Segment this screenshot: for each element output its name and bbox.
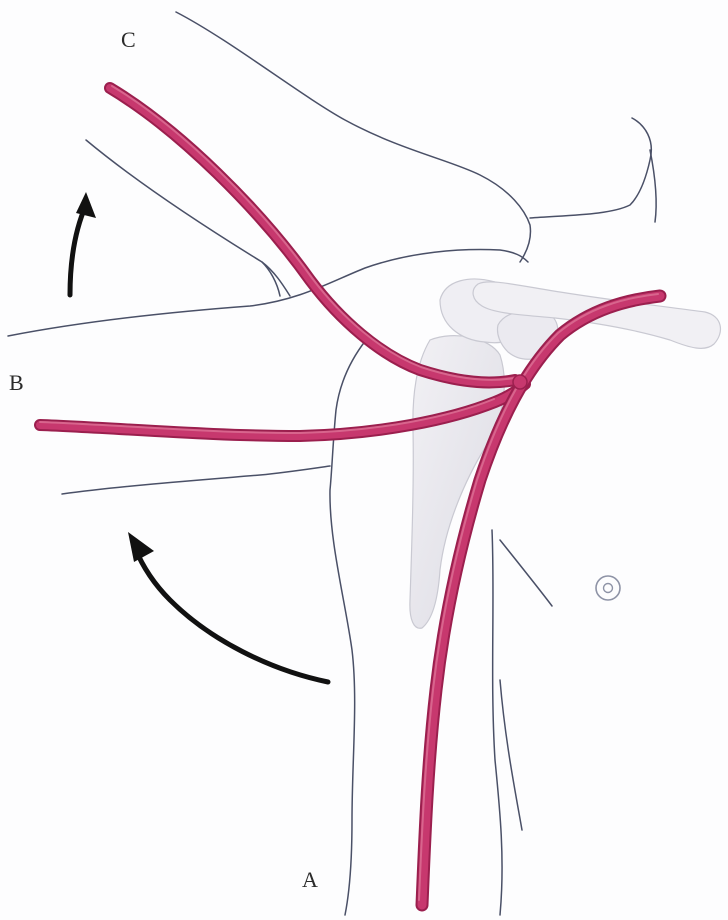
label-a: A — [302, 869, 318, 891]
arrow-upward — [70, 205, 86, 295]
arrow-curved-head — [128, 532, 154, 562]
lateral-trunk-contour-inner — [500, 680, 522, 830]
scapula-edge — [500, 540, 552, 606]
vessel-junction — [513, 375, 527, 389]
label-c: C — [121, 29, 136, 51]
nipple-inner — [604, 584, 613, 593]
arrow-upward-head — [76, 192, 96, 218]
label-b: B — [9, 372, 24, 394]
lateral-trunk-contour — [492, 530, 502, 915]
neck-back-contour — [650, 150, 656, 222]
axilla-fold — [262, 262, 280, 296]
abducted-arm-underside — [62, 466, 330, 494]
nipple-outer — [596, 576, 620, 600]
arrow-curved — [135, 548, 328, 682]
neck-contour — [530, 118, 651, 218]
vessels — [40, 86, 660, 905]
body-outlines — [8, 12, 656, 915]
shoulder-top-contour — [176, 12, 531, 262]
